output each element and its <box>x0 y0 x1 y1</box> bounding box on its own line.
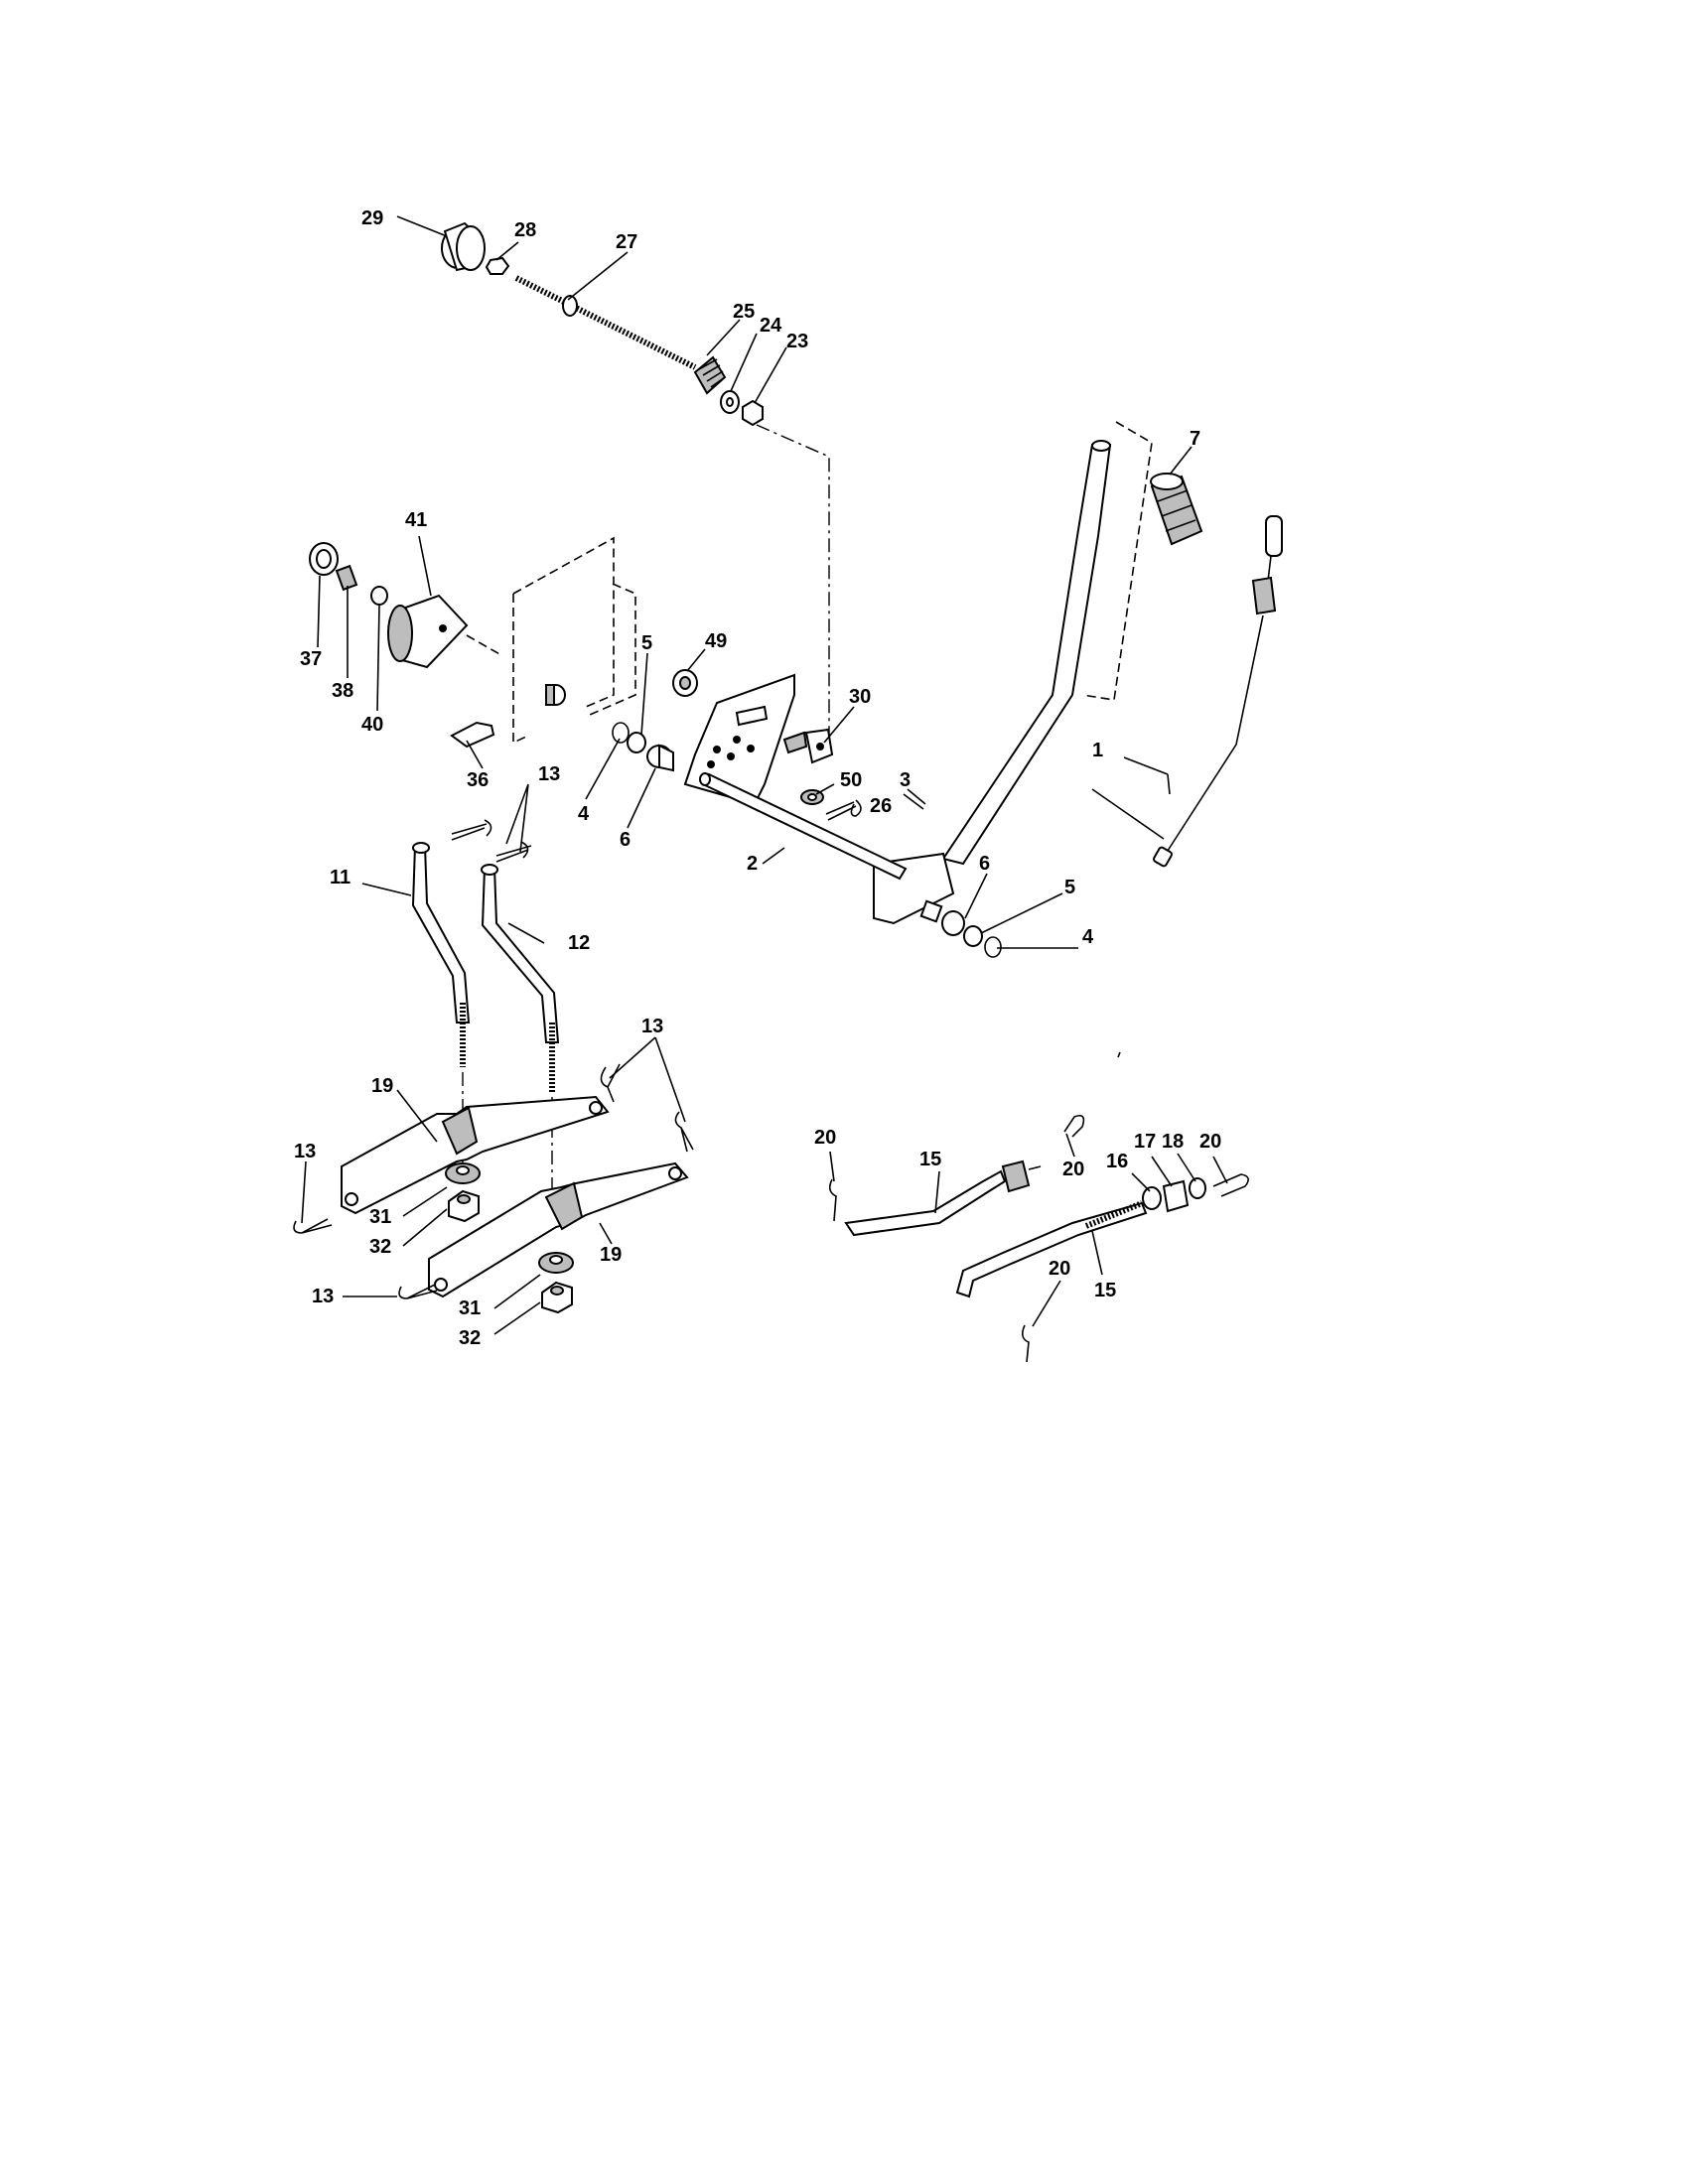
callout-24: 24 <box>760 315 782 337</box>
part-16-washer <box>1142 1186 1162 1210</box>
callout-20: 20 <box>1199 1131 1221 1153</box>
callout-15: 15 <box>919 1149 941 1170</box>
part-4-ring-right <box>984 936 1002 958</box>
callout-37: 37 <box>300 648 322 670</box>
part-49-bushing <box>672 669 698 697</box>
callout-5: 5 <box>641 632 652 654</box>
part-12-link-rod <box>481 864 560 1092</box>
callout-13: 13 <box>538 763 560 785</box>
callout-26: 26 <box>870 795 892 817</box>
callout-49: 49 <box>705 630 727 652</box>
part-bushing <box>545 684 566 706</box>
part-13-cotter-pins-lower <box>293 1063 694 1299</box>
part-37-ring <box>309 542 339 576</box>
part-32-nut-lower <box>541 1281 573 1314</box>
callout-19: 19 <box>371 1075 393 1097</box>
part-38-bolt <box>335 564 358 592</box>
callout-7: 7 <box>1190 428 1200 450</box>
part-32-nut-upper <box>448 1189 480 1223</box>
part-36-clip <box>450 721 495 749</box>
part-28-nut <box>485 256 510 275</box>
part-20-cotter-pins <box>828 1114 1249 1363</box>
part-1-cable <box>1153 515 1283 868</box>
leader-lines <box>301 215 1228 1335</box>
callout-41: 41 <box>405 509 427 531</box>
part-13-cotter-pins-upper <box>451 819 532 863</box>
callout-32: 32 <box>459 1327 481 1349</box>
part-40-washer <box>370 586 388 606</box>
callout-36: 36 <box>467 769 489 791</box>
part-17-block <box>1162 1179 1190 1213</box>
part-main-lever <box>873 440 1112 925</box>
callout-19: 19 <box>600 1244 622 1266</box>
part-41-knob <box>387 594 469 669</box>
callout-31: 31 <box>459 1297 481 1319</box>
part-25-spring <box>693 355 727 395</box>
part-24-washer <box>720 390 740 414</box>
part-6-bushing-right <box>919 899 965 936</box>
callout-13: 13 <box>641 1016 663 1037</box>
callout-50: 50 <box>840 769 862 791</box>
part-31-washer-upper <box>445 1162 481 1184</box>
callout-38: 38 <box>332 680 353 702</box>
callout-40: 40 <box>361 714 383 736</box>
part-5-washer-right <box>963 925 983 947</box>
callout-6: 6 <box>979 853 990 875</box>
part-7-grip <box>1150 473 1203 546</box>
callout-18: 18 <box>1162 1131 1184 1153</box>
callout-4: 4 <box>578 803 590 825</box>
callout-12: 12 <box>568 932 590 954</box>
part-31-washer-lower <box>538 1252 574 1274</box>
part-mounting-plate <box>683 673 795 806</box>
callout-16: 16 <box>1106 1151 1128 1172</box>
callout-15: 15 <box>1094 1280 1116 1301</box>
callout-5: 5 <box>1064 877 1075 898</box>
callout-31: 31 <box>369 1206 391 1228</box>
callout-29: 29 <box>361 207 383 229</box>
part-6-bushing <box>646 744 674 772</box>
part-30-ball-joint <box>782 728 834 764</box>
part-27-threaded-rod <box>514 275 697 370</box>
part-26-cotter-pin <box>825 799 862 821</box>
assembly-line <box>466 634 502 656</box>
callout-3: 3 <box>900 769 911 791</box>
callout-13: 13 <box>294 1141 316 1162</box>
part-3-pin <box>903 788 926 810</box>
callout-20: 20 <box>1062 1159 1084 1180</box>
callout-11: 11 <box>330 867 351 888</box>
part-23-nut <box>742 399 764 427</box>
callout-23: 23 <box>786 331 808 352</box>
callout-2: 2 <box>747 853 758 875</box>
callout-17: 17 <box>1134 1131 1156 1153</box>
part-15-rod-lower <box>955 1200 1148 1298</box>
callout-32: 32 <box>369 1236 391 1258</box>
part-4-ring <box>612 722 630 744</box>
callout-27: 27 <box>616 231 637 253</box>
callout-20: 20 <box>1049 1258 1070 1280</box>
callout-28: 28 <box>514 219 536 241</box>
part-11-link-rod <box>411 842 471 1067</box>
assembly-outline <box>512 536 636 745</box>
callout-1: 1 <box>1092 740 1103 761</box>
part-18-nut <box>1189 1177 1206 1199</box>
part-5-washer <box>627 732 646 753</box>
part-2-shaft <box>699 772 908 881</box>
callout-13: 13 <box>312 1286 334 1307</box>
part-15-rod-upper <box>844 1160 1042 1237</box>
callout-25: 25 <box>733 301 755 323</box>
part-29-knob <box>441 221 486 272</box>
callout-6: 6 <box>620 829 631 851</box>
assembly-line <box>756 424 830 754</box>
assembly-outline <box>1081 421 1153 701</box>
callout-20: 20 <box>814 1127 836 1149</box>
callout-30: 30 <box>849 686 871 708</box>
part-19-lift-arm-lower <box>428 1161 689 1298</box>
callout-4: 4 <box>1082 926 1094 948</box>
callout-numbers: 29 28 27 25 24 23 7 41 37 38 40 5 49 30 … <box>294 207 1221 1349</box>
part-19-lift-arm-upper <box>341 1095 610 1215</box>
